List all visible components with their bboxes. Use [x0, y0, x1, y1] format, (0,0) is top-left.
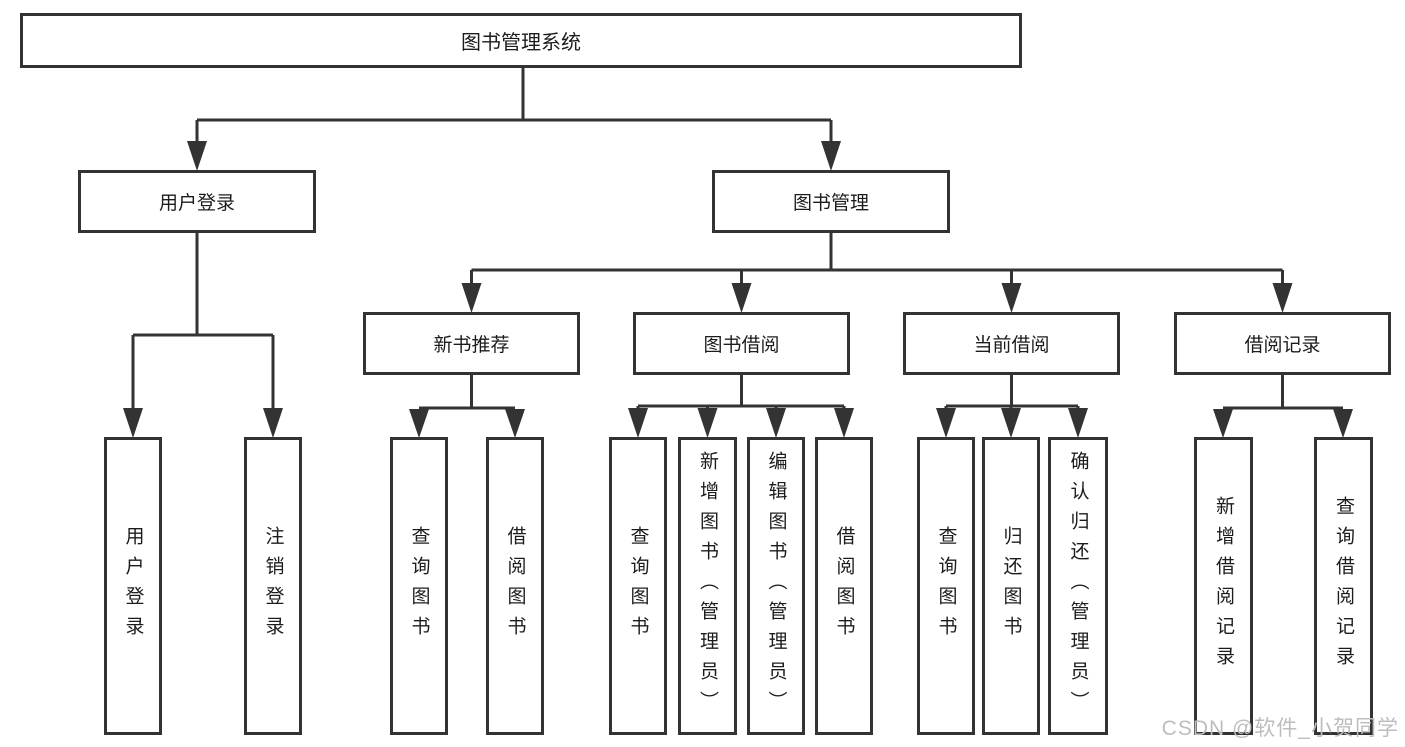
- leaf-query-borrow-record: 查询借阅记录: [1314, 437, 1373, 735]
- arrowhead-bookmgmt: [821, 141, 841, 171]
- node-new-book-recommend: 新书推荐: [363, 312, 580, 375]
- leaf-logout: 注销登录: [244, 437, 302, 735]
- watermark-csdn: CSDN @软件_小贺同学: [1161, 717, 1399, 740]
- node-current-borrow: 当前借阅: [903, 312, 1120, 375]
- node-borrow-records: 借阅记录: [1174, 312, 1391, 375]
- leaf-borrow-books: 借阅图书: [815, 437, 873, 735]
- leaf-return-books: 归还图书: [982, 437, 1040, 735]
- leaf-add-books-admin: 新增图书（管理员）: [678, 437, 737, 735]
- node-book-borrow: 图书借阅: [633, 312, 850, 375]
- leaf-query-books-borrow: 查询图书: [609, 437, 667, 735]
- node-root-system: 图书管理系统: [20, 13, 1022, 68]
- leaf-query-books-current: 查询图书: [917, 437, 975, 735]
- leaf-edit-books-admin: 编辑图书（管理员）: [747, 437, 805, 735]
- leaf-query-books-recommend: 查询图书: [390, 437, 448, 735]
- node-book-management: 图书管理: [712, 170, 950, 233]
- arrowhead-userlogin: [187, 141, 207, 171]
- node-user-login: 用户登录: [78, 170, 316, 233]
- leaf-borrow-books-recommend: 借阅图书: [486, 437, 544, 735]
- leaf-user-login: 用户登录: [104, 437, 162, 735]
- leaf-add-borrow-record: 新增借阅记录: [1194, 437, 1253, 735]
- leaf-confirm-return-admin: 确认归还（管理员）: [1048, 437, 1108, 735]
